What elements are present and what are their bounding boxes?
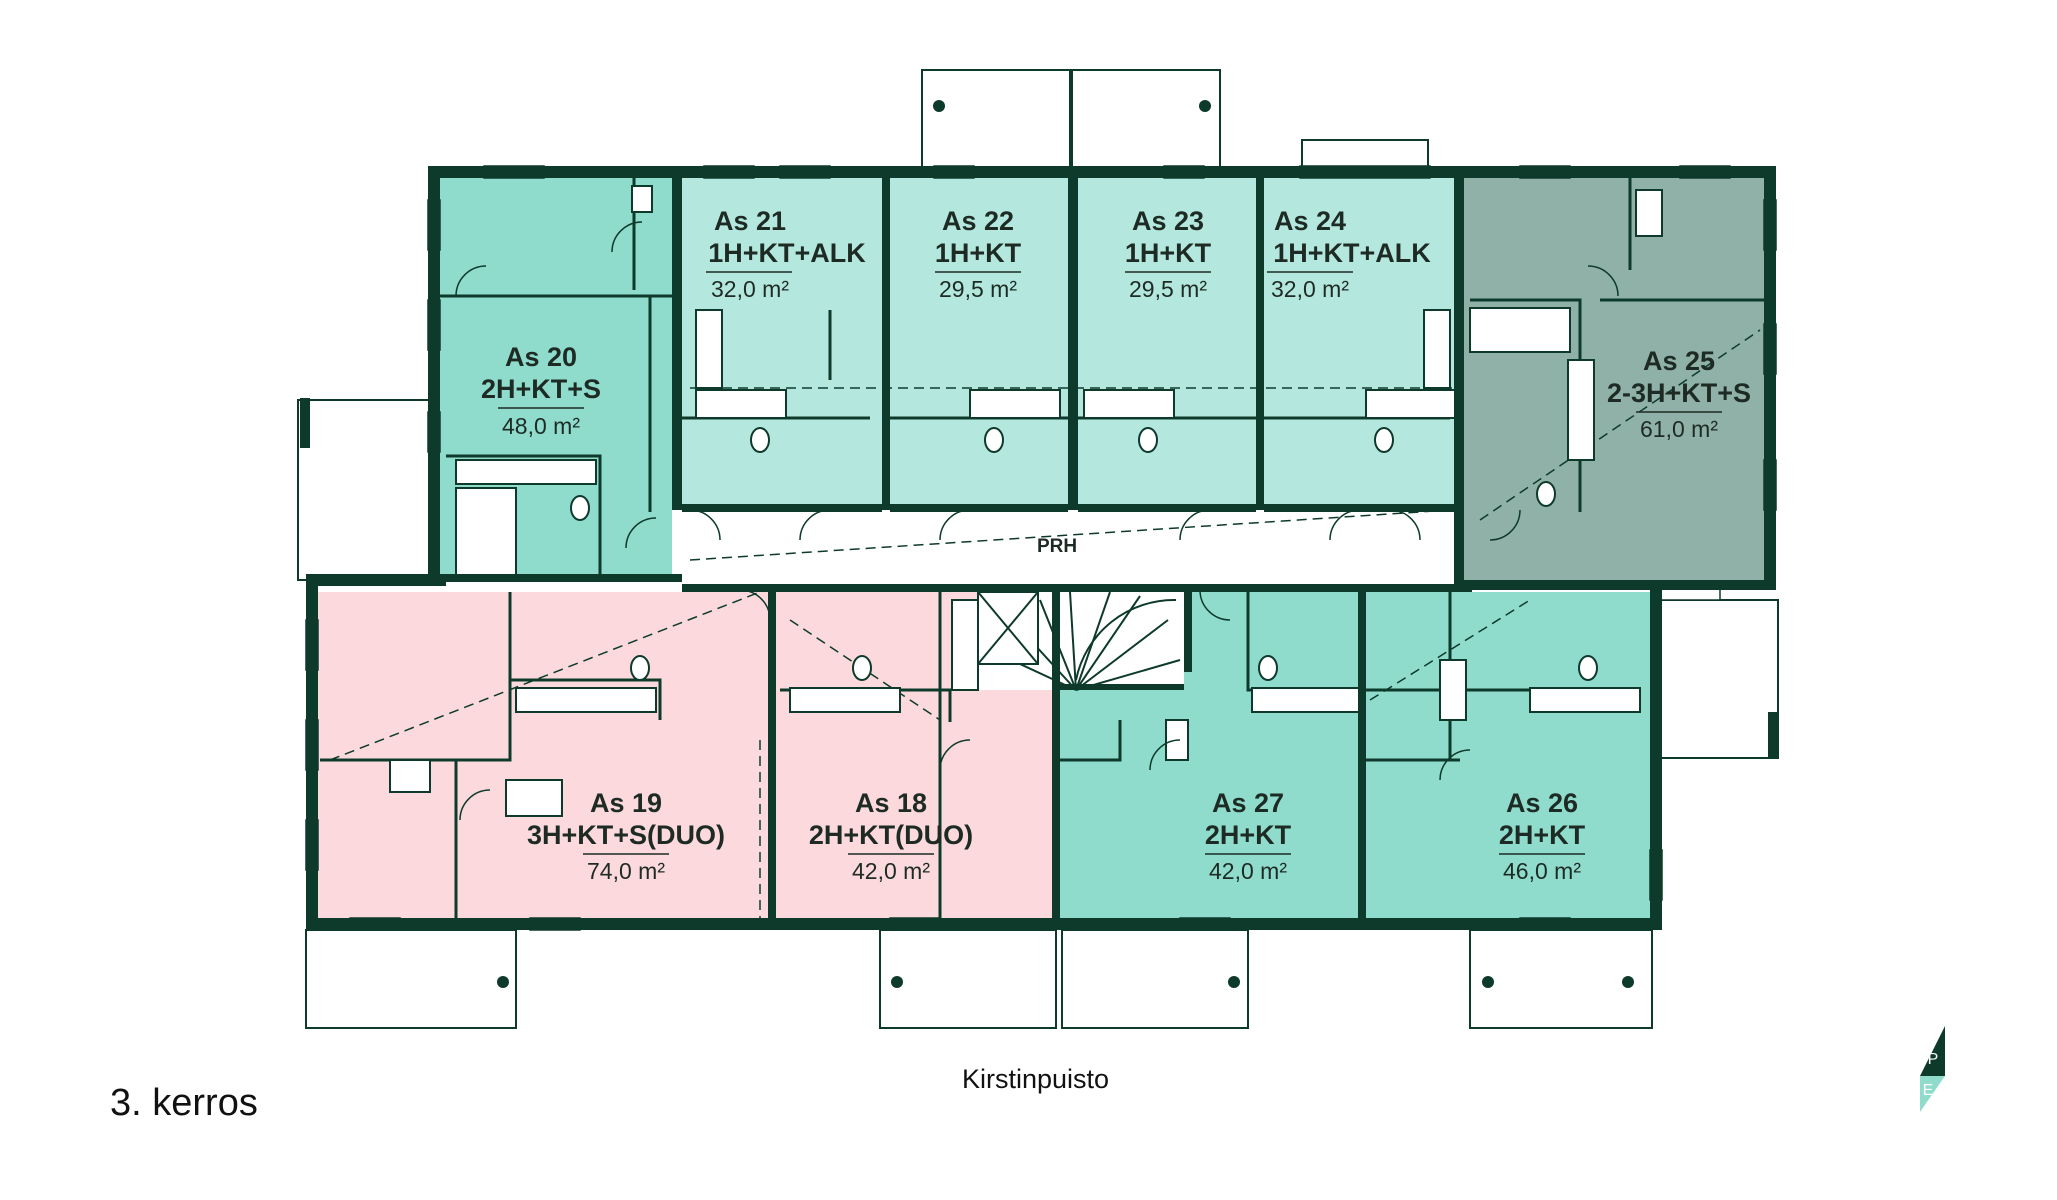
unit-area: 29,5 m² (1129, 276, 1207, 302)
unit-type: 2-3H+KT+S (1607, 378, 1751, 408)
unit-area: 42,0 m² (852, 858, 930, 884)
unit-fill-as26 (1364, 592, 1650, 918)
unit-name: As 24 (1274, 206, 1346, 236)
unit-name: As 22 (942, 206, 1014, 236)
unit-label-as23: As 23 1H+KT 29,5 m² (1125, 206, 1212, 302)
unit-name: As 18 (855, 788, 927, 818)
logo-letter-p: P (1928, 1051, 1939, 1068)
unit-labels: As 20 2H+KT+S 48,0 m² As 21 1H+KT+ALK 32… (481, 206, 1751, 884)
unit-label-as27: As 27 2H+KT 42,0 m² (1205, 788, 1292, 884)
unit-name: As 27 (1212, 788, 1284, 818)
fixtures (389, 185, 1663, 817)
unit-type: 2H+KT (1205, 820, 1292, 850)
unit-area: 46,0 m² (1503, 858, 1581, 884)
unit-type: 2H+KT+S (481, 374, 601, 404)
unit-label-as19: As 19 3H+KT+S(DUO) 74,0 m² (527, 788, 725, 884)
unit-area: 48,0 m² (502, 413, 580, 439)
unit-fill-as23 (1078, 178, 1256, 504)
unit-label-as22: As 22 1H+KT 29,5 m² (935, 206, 1022, 302)
unit-label-as21: As 21 1H+KT+ALK 32,0 m² (706, 206, 866, 302)
unit-label-as26: As 26 2H+KT 46,0 m² (1499, 788, 1586, 884)
unit-type: 3H+KT+S(DUO) (527, 820, 725, 850)
unit-type: 1H+KT+ALK (1273, 238, 1431, 268)
unit-type: 1H+KT+ALK (708, 238, 866, 268)
unit-area: 42,0 m² (1209, 858, 1287, 884)
walls (300, 166, 1778, 930)
unit-name: As 20 (505, 342, 577, 372)
unit-area: 74,0 m² (587, 858, 665, 884)
unit-area: 29,5 m² (939, 276, 1017, 302)
balconies (297, 69, 1779, 1029)
unit-area: 61,0 m² (1640, 416, 1718, 442)
unit-fill-as22 (890, 178, 1068, 504)
unit-label-as25: As 25 2-3H+KT+S 61,0 m² (1607, 346, 1751, 442)
unit-name: As 21 (714, 206, 786, 236)
balcony-drains (497, 100, 1634, 988)
unit-type: 2H+KT (1499, 820, 1586, 850)
unit-label-as18: As 18 2H+KT(DUO) 42,0 m² (809, 788, 973, 884)
interior-walls (320, 178, 1764, 918)
toilets (570, 427, 1598, 681)
unit-label-as24: As 24 1H+KT+ALK 32,0 m² (1267, 206, 1431, 302)
unit-label-as20: As 20 2H+KT+S 48,0 m² (481, 342, 601, 439)
unit-type: 1H+KT (935, 238, 1022, 268)
unit-type: 2H+KT(DUO) (809, 820, 973, 850)
elevator-shaft (977, 591, 1039, 665)
unit-area: 32,0 m² (711, 276, 789, 302)
unit-fills (318, 178, 1764, 918)
compass-logo-icon: P E (1920, 1026, 1945, 1112)
logo-letter-e: E (1923, 1082, 1934, 1099)
unit-area: 32,0 m² (1271, 276, 1349, 302)
unit-name: As 25 (1643, 346, 1715, 376)
corridor-label: PRH (1037, 536, 1077, 557)
floor-label: 3. kerros (110, 1082, 258, 1124)
unit-name: As 23 (1132, 206, 1204, 236)
unit-fill-as19 (318, 592, 768, 918)
unit-type: 1H+KT (1125, 238, 1212, 268)
street-label: Kirstinpuisto (962, 1064, 1110, 1094)
unit-fill-as25 (1464, 178, 1764, 590)
unit-name: As 26 (1506, 788, 1578, 818)
unit-name: As 19 (590, 788, 662, 818)
